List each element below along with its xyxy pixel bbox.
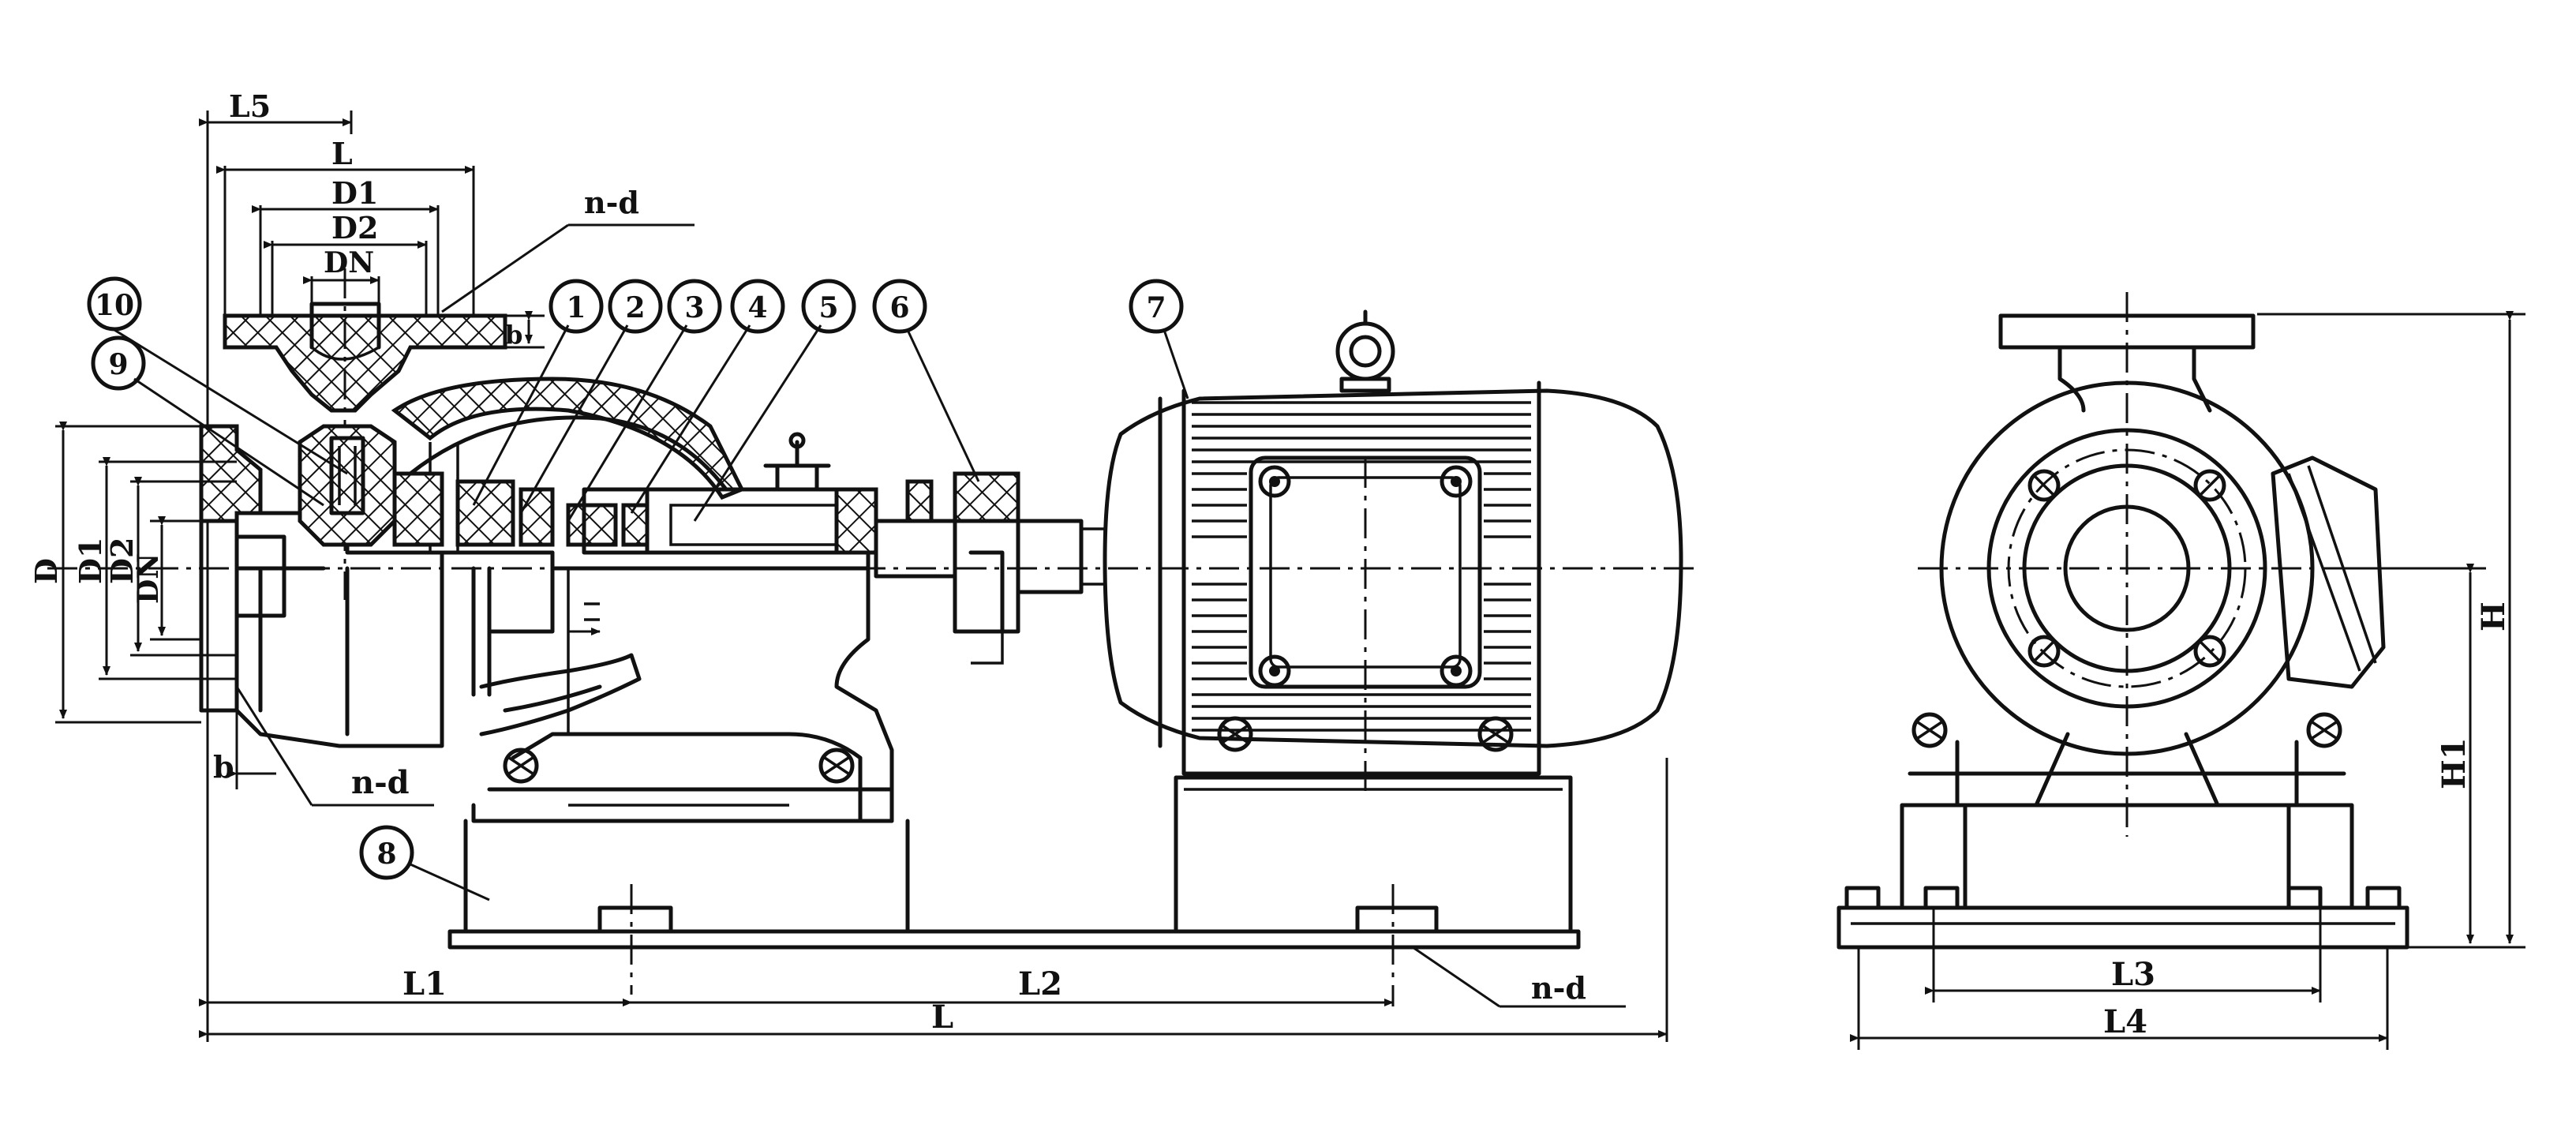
svg-text:3: 3	[684, 291, 704, 324]
label-d2-left: D2	[104, 538, 140, 584]
label-l4: L4	[2103, 1003, 2147, 1040]
label-h1: H1	[2436, 737, 2473, 789]
bottom-dimensions	[199, 946, 1668, 1038]
label-dn-left: DN	[132, 553, 165, 604]
bearing-housing	[471, 432, 894, 823]
label-dn-top: DN	[324, 246, 374, 279]
balloon-leaders	[114, 324, 1189, 901]
label-l-total: L	[931, 999, 953, 1036]
label-l5: L5	[229, 88, 271, 124]
svg-text:1: 1	[566, 291, 586, 324]
label-nd-base: n-d	[1531, 970, 1586, 1006]
top-dimensions	[199, 111, 695, 349]
lifting-eye	[1335, 321, 1395, 381]
label-h: H	[2475, 601, 2512, 631]
label-nd-top: n-d	[584, 185, 639, 220]
balloon-10: 10	[87, 276, 142, 332]
balloon-6: 6	[872, 279, 927, 334]
balloon-9: 9	[91, 335, 146, 391]
svg-text:7: 7	[1146, 291, 1166, 324]
label-d-left: D	[28, 558, 64, 584]
balloon-8: 8	[359, 825, 414, 880]
motor	[1103, 309, 1683, 797]
balloon-4: 4	[730, 279, 785, 334]
label-nd-left: n-d	[351, 764, 410, 801]
label-l2: L2	[1018, 965, 1062, 1002]
balloon-3: 3	[667, 279, 722, 334]
label-d2-top: D2	[331, 210, 378, 245]
svg-text:10: 10	[95, 289, 134, 322]
svg-text:4: 4	[747, 291, 767, 324]
svg-text:9: 9	[108, 348, 128, 381]
label-l-top: L	[331, 136, 353, 171]
end-view	[1837, 292, 2525, 1050]
label-b-left: b	[213, 749, 234, 785]
svg-text:2: 2	[625, 291, 645, 324]
balloon-2: 2	[608, 279, 663, 334]
svg-text:6: 6	[889, 291, 909, 324]
svg-text:5: 5	[818, 291, 838, 324]
side-view	[47, 111, 1697, 1042]
label-b-top: b	[505, 320, 522, 350]
label-d1-top: D1	[331, 175, 378, 211]
balloon-7: 7	[1129, 279, 1184, 334]
part-balloons: 10 9 1 2 3 4 5 6	[87, 276, 1184, 880]
pump-casing	[234, 377, 745, 748]
label-d1-left: D1	[73, 538, 108, 584]
cooling-fins	[1192, 401, 1531, 732]
base-frame	[447, 775, 1581, 1006]
label-l1: L1	[402, 965, 447, 1002]
flange-bolts	[2027, 469, 2226, 668]
svg-text:8: 8	[376, 838, 396, 871]
balloon-1: 1	[549, 279, 604, 334]
label-l3: L3	[2111, 956, 2155, 993]
dimension-labels: L5 L D1 D2 DN n-d b D D1 D2 DN b n-d L1 …	[28, 88, 2512, 1040]
balloon-5: 5	[801, 279, 856, 334]
